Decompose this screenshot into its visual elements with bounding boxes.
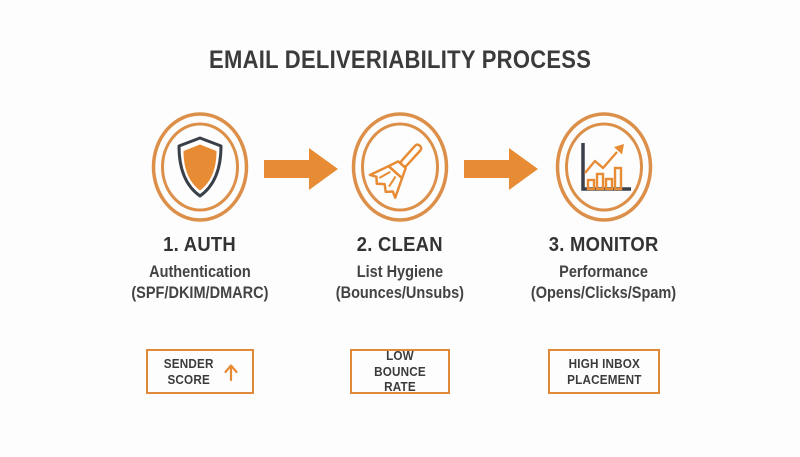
step-clean-desc-line2: (Bounces/Unsubs) (335, 284, 465, 302)
step-auth-desc-line2: (SPF/DKIM/DMARC) (131, 284, 269, 302)
sender-score-badge-text: SENDER SCORE (164, 356, 214, 387)
step-monitor: 3. MONITOR Performance (Opens/Clicks/Spa… (494, 110, 714, 394)
badge-line2: RATE (384, 379, 416, 395)
page-title-row: EMAIL DELIVERIABILITY PROCESS (0, 46, 800, 75)
step-monitor-desc-line2: (Opens/Clicks/Spam) (531, 284, 677, 302)
badge-line1: HIGH INBOX (568, 356, 640, 371)
step-auth-description: Authentication (SPF/DKIM/DMARC) (131, 262, 268, 304)
badge-line1: LOW BOUNCE (374, 348, 426, 379)
chart-growth-icon (555, 112, 653, 222)
page-title: EMAIL DELIVERIABILITY PROCESS (208, 46, 592, 74)
badge-line2: PLACEMENT (566, 371, 642, 387)
step-clean: 2. CLEAN List Hygiene (Bounces/Unsubs) L… (290, 110, 510, 394)
clean-circle (350, 110, 450, 224)
low-bounce-badge-text: LOW BOUNCE RATE (360, 348, 439, 395)
shield-icon (151, 112, 249, 222)
broom-icon (351, 112, 449, 222)
step-monitor-title: 3. MONITOR (549, 234, 659, 256)
monitor-circle (554, 110, 654, 224)
inbox-placement-badge-text: HIGH INBOX PLACEMENT (567, 356, 641, 387)
step-clean-title: 2. CLEAN (356, 234, 444, 256)
inbox-placement-badge: HIGH INBOX PLACEMENT (548, 349, 660, 394)
sender-score-badge: SENDER SCORE (146, 349, 254, 394)
step-clean-description: List Hygiene (Bounces/Unsubs) (336, 262, 464, 304)
auth-circle (150, 110, 250, 224)
step-auth-desc-line1: Authentication (149, 263, 251, 281)
step-monitor-description: Performance (Opens/Clicks/Spam) (531, 262, 676, 304)
up-arrow-icon (224, 363, 238, 381)
badge-line2: SCORE (167, 371, 211, 387)
badge-line1: SENDER (164, 356, 214, 371)
arrow-right-icon (464, 148, 538, 190)
step-auth: 1. AUTH Authentication (SPF/DKIM/DMARC) … (90, 110, 310, 394)
step-clean-desc-line1: List Hygiene (356, 263, 444, 281)
step-monitor-desc-line1: Performance (559, 263, 649, 281)
arrow-right-icon (264, 148, 338, 190)
low-bounce-badge: LOW BOUNCE RATE (350, 348, 450, 395)
step-auth-title: 1. AUTH (163, 234, 237, 256)
